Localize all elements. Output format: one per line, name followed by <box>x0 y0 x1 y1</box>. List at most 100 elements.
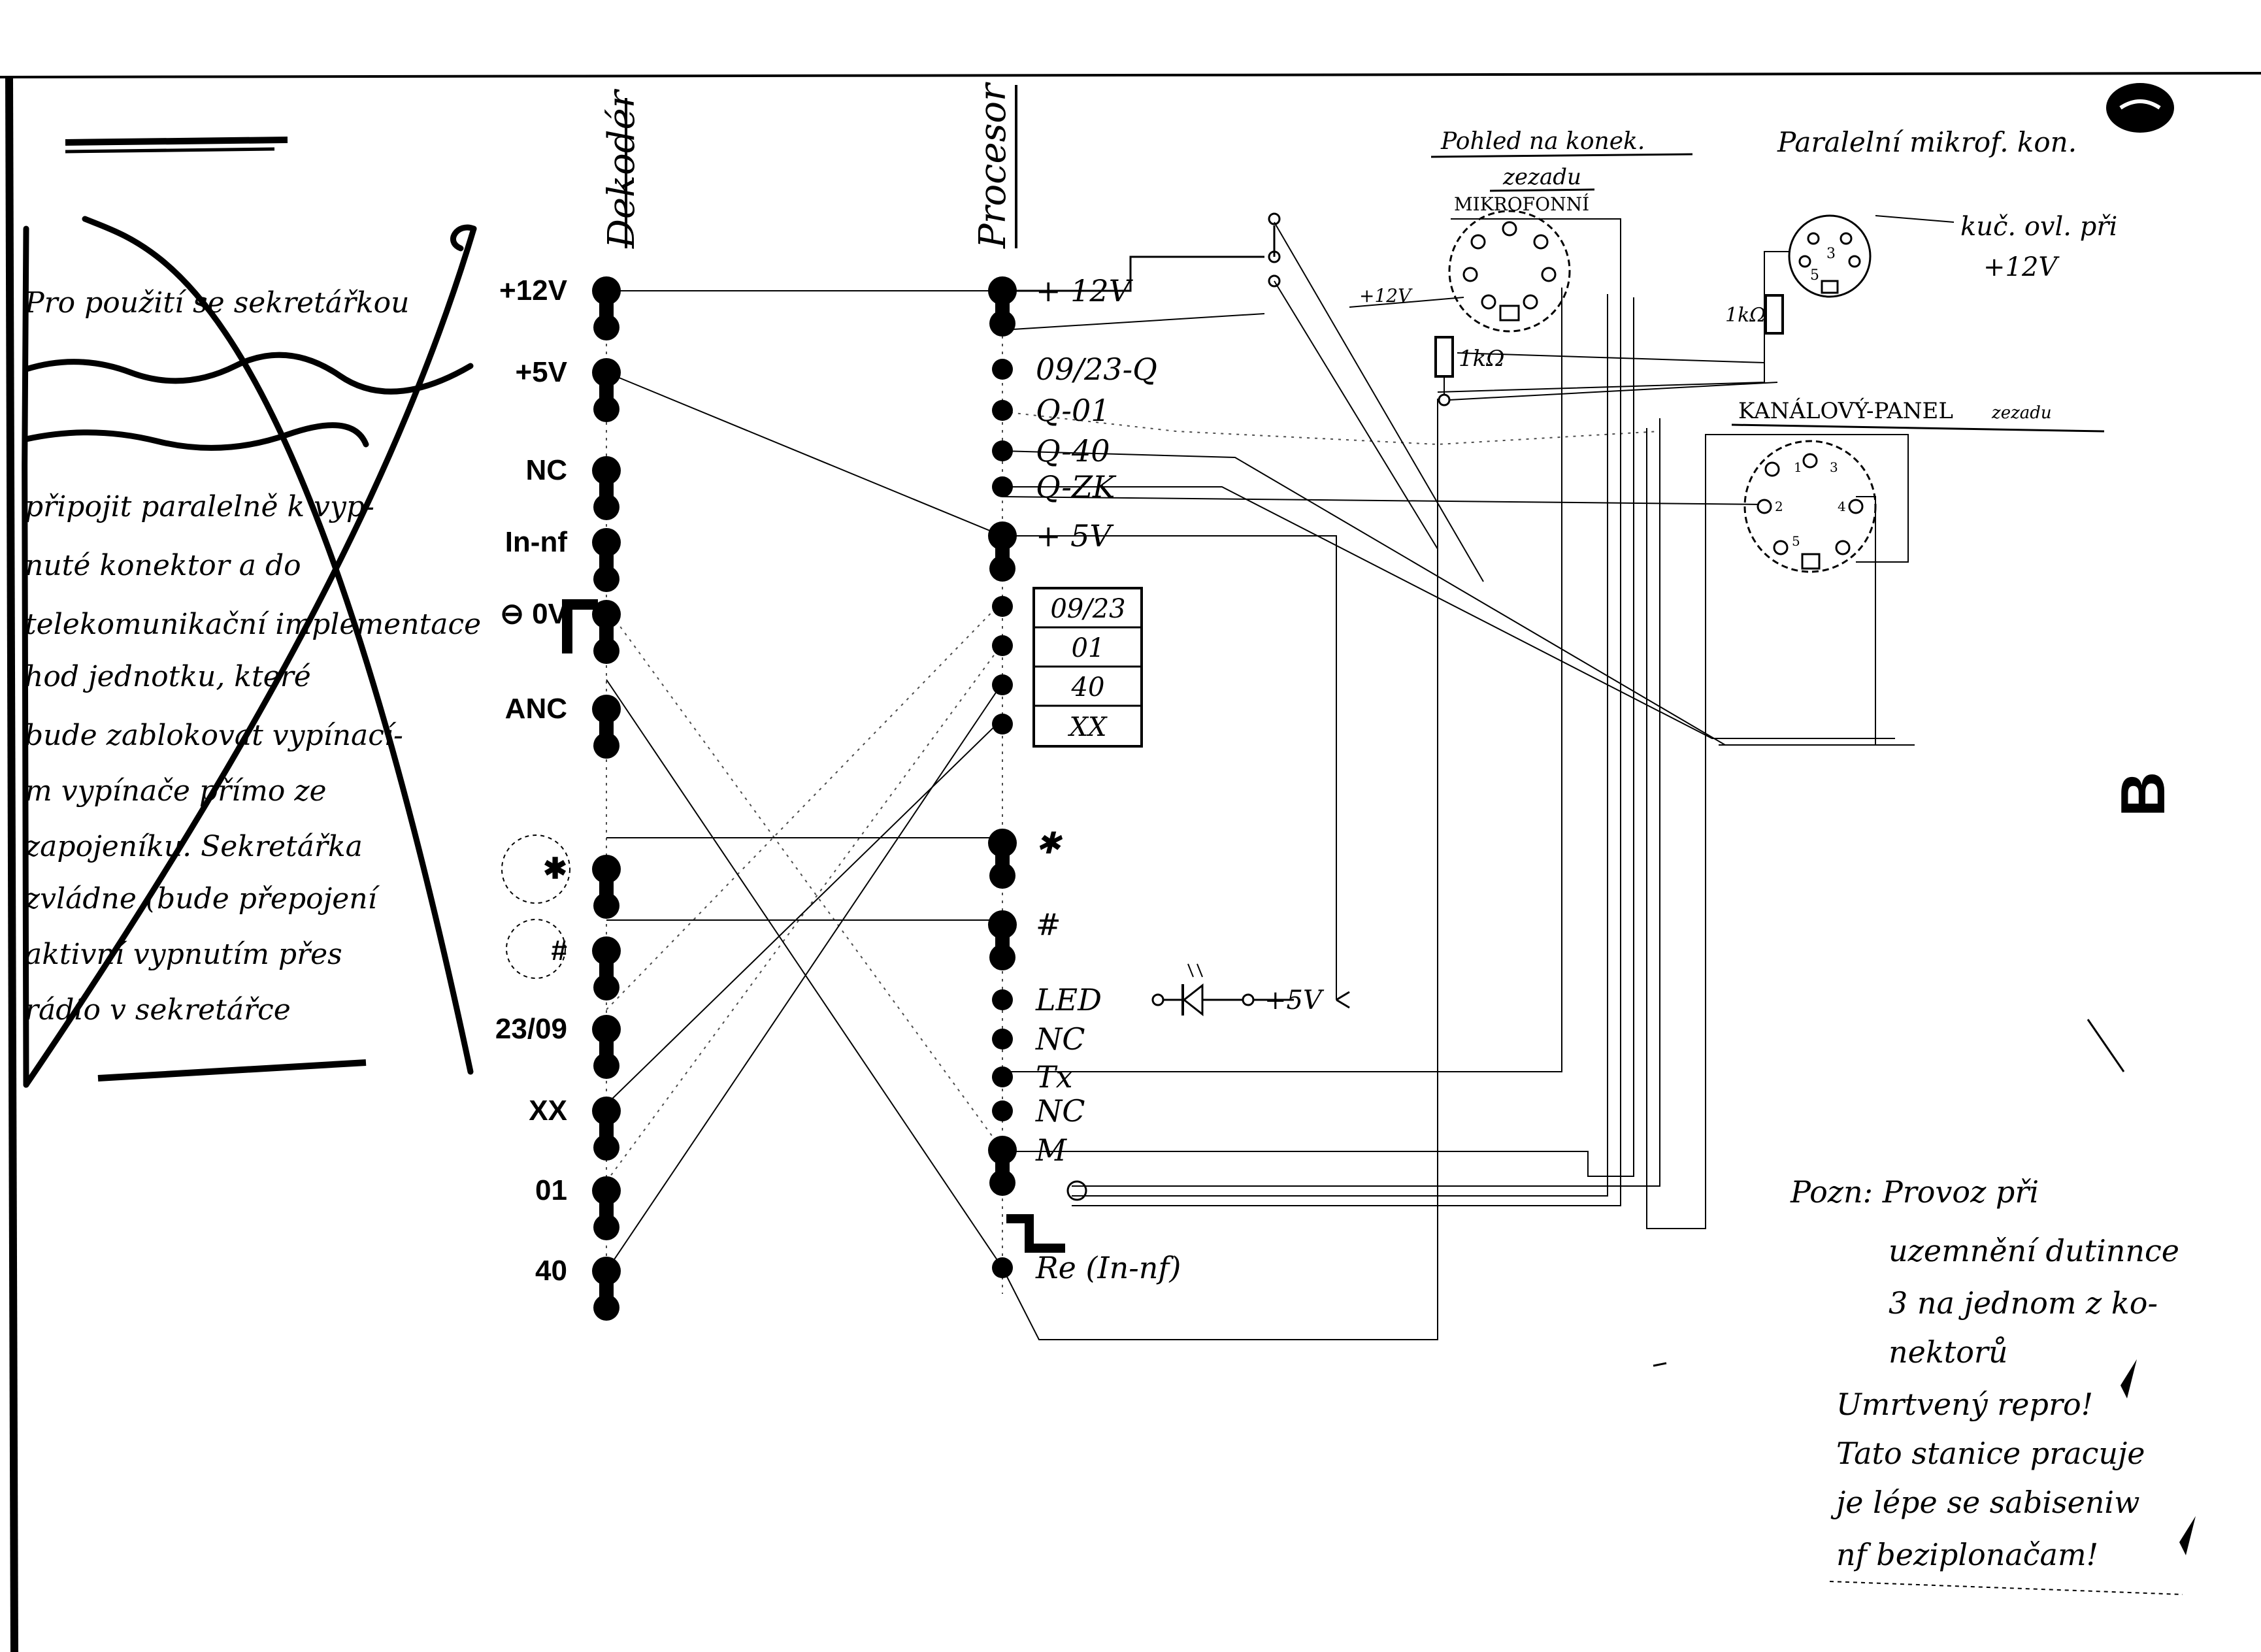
box-cell: 01 <box>1072 633 1105 663</box>
note-line: uzemnění dutinnce <box>1889 1233 2179 1268</box>
processor-pin-label: Re (In-nf) <box>1035 1250 1181 1285</box>
decoder-pin-label: +5V <box>515 356 567 388</box>
decoder-pin-label: ANC <box>505 693 567 725</box>
processor-pin-label: Tx <box>1036 1059 1073 1095</box>
label-circle <box>506 919 566 979</box>
connector-pin <box>1773 540 1789 555</box>
led-terminal <box>1242 993 1255 1006</box>
wire-12v-switch <box>1002 256 1264 292</box>
note-line: nektorů <box>1889 1334 2008 1370</box>
arrow-icon <box>1336 991 1350 1009</box>
decoder-title: Dekodér <box>601 88 643 249</box>
decoder-pin-label: NC <box>525 454 567 486</box>
view-title-rule <box>1430 153 1693 158</box>
resistor-to-parallel <box>1449 382 1778 401</box>
left-note: Pro použití se sekretářkou připojit para… <box>21 137 481 1088</box>
right-note: Pozn: Provoz při uzemnění dutinnce 3 na … <box>1790 1174 2196 1595</box>
parallel-title: Paralelní mikrof. kon. <box>1777 126 2077 158</box>
connector-pin <box>1541 267 1557 282</box>
connector-pin-number: 4 <box>1838 499 1846 514</box>
wire-xx <box>606 718 1003 1105</box>
connector-pin <box>1533 234 1549 250</box>
box-cell: 09/23 <box>1050 594 1125 624</box>
led-terminal <box>1151 993 1164 1006</box>
wire-q01 <box>1002 411 1660 446</box>
processor-pin-terminal <box>992 400 1013 421</box>
processor-pin-terminal <box>992 359 1013 380</box>
note-line: hod jednotku, které <box>25 660 311 693</box>
note-line: nf beziplonačam! <box>1836 1537 2098 1572</box>
wire-panel-ret <box>1002 297 1634 1177</box>
processor-pin-terminal <box>992 674 1013 695</box>
wire-0v-re <box>606 679 1003 1268</box>
wire-re <box>1002 399 1438 1340</box>
connector-pin-number: 1 <box>1794 459 1802 475</box>
wire-panel-2 <box>1002 496 1765 505</box>
processor-pin-terminal <box>992 635 1013 656</box>
side-mark: B <box>2108 772 2178 817</box>
connector-pin-number: 2 <box>1775 499 1783 514</box>
ground-symbol <box>1006 1214 1065 1253</box>
panel-subtitle: zezadu <box>1991 403 2052 423</box>
note-line: rádio v sekretářce <box>25 993 291 1027</box>
parallel-note: +12V <box>1983 252 2060 282</box>
note-line: je lépe se sabiseniw <box>1830 1485 2140 1520</box>
junction <box>1438 393 1451 406</box>
wire-40 <box>606 682 1003 1272</box>
page-left-border <box>5 78 18 1652</box>
connector-pin <box>1802 453 1818 469</box>
connector-pin <box>1523 294 1538 310</box>
decoder-pin-label: XX <box>529 1095 567 1127</box>
note-line: bude zablokovat vypínací- <box>25 719 403 752</box>
decoder-pin-label: ⊖ 0V <box>500 598 568 630</box>
note-rule-top-2 <box>65 147 275 154</box>
note-line: telekomunikační implementace <box>25 608 481 641</box>
decoder-pin-label: # <box>552 934 567 966</box>
connector-pin <box>1798 255 1811 268</box>
mic-resistor-label: 1kΩ <box>1459 346 1504 372</box>
panel-title-rule <box>1731 423 2105 433</box>
processor-box-table: 09/23 01 40 XX <box>1032 587 1143 748</box>
corner-blob-mark <box>2119 99 2161 110</box>
box-cell: XX <box>1068 712 1108 742</box>
wire-q40 <box>1002 450 1915 746</box>
box-cell: 40 <box>1071 672 1105 702</box>
connector-pin <box>1835 540 1851 555</box>
cross-out-mark <box>450 224 477 252</box>
note-line: m vypínače přímo ze <box>25 774 327 808</box>
note-underline <box>1829 1581 2183 1595</box>
processor-pin-label: ✱ <box>1036 825 1063 861</box>
cross-out-mark <box>23 225 477 1088</box>
connector-body <box>1448 210 1571 333</box>
cross-out-mark <box>82 216 474 1075</box>
panel-connector: 1 2 3 4 5 <box>1743 440 1877 573</box>
parallel-note: kuč. ovl. při <box>1960 212 2117 242</box>
mic-connector <box>1448 210 1571 333</box>
connector-pin <box>1481 294 1496 310</box>
processor-pin-label: M <box>1035 1132 1068 1168</box>
wire-2309 <box>606 601 1003 1010</box>
switch-contact <box>1268 212 1281 225</box>
note-line: 3 na jednom z ko- <box>1889 1285 2158 1321</box>
wire-qzk <box>1002 486 1895 739</box>
processor-pin-terminal <box>992 714 1013 735</box>
test-point <box>1066 1180 1087 1201</box>
connector-pin-number: 3 <box>1830 459 1838 475</box>
decoder-pin-label: In-nf <box>505 526 568 558</box>
note-line: Pozn: Provoz při <box>1790 1174 2039 1210</box>
connector-pin <box>1807 232 1820 245</box>
resistor-icon <box>1764 294 1784 335</box>
parallel-connector: 3 5 <box>1788 214 1872 298</box>
left-note-lines: Pro použití se sekretářkou připojit para… <box>24 286 481 1027</box>
processor-pin-terminal <box>992 596 1013 617</box>
connector-key <box>1801 553 1821 570</box>
ground-symbol <box>562 599 598 653</box>
note-line: zapojeníku. Sekretářka <box>24 830 363 863</box>
led-light-icon <box>1187 963 1203 978</box>
note-line: aktivní vypnutím přes <box>25 938 342 971</box>
view-title: Pohled na konek. <box>1440 128 1645 155</box>
note-line: nuté konektor a do <box>25 549 301 582</box>
connector-pin <box>1462 267 1478 282</box>
connector-pin <box>1848 499 1864 514</box>
